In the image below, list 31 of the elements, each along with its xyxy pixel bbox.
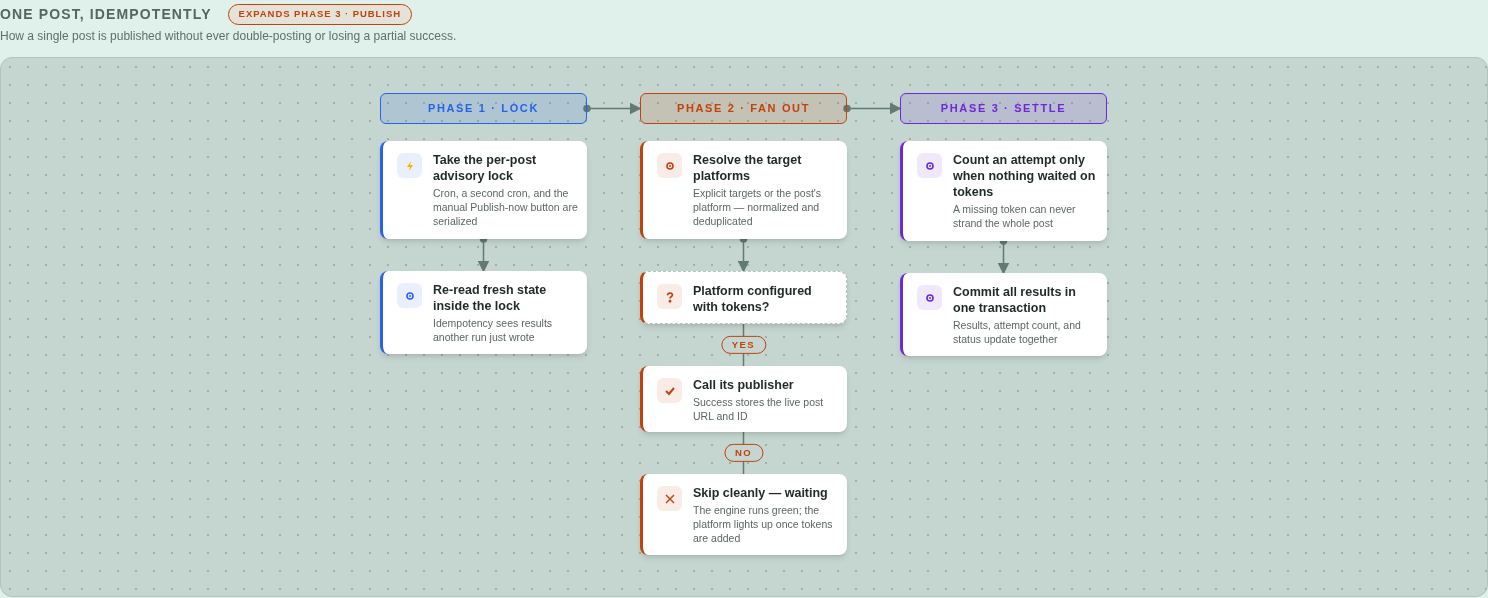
step-description: Explicit targets or the post's platform — normalized and deduplicated <box>693 186 823 228</box>
phase-header: PHASE 2 · FAN OUT <box>640 93 847 124</box>
diagram-caption: How a single post is published without ever double-posting or losing a partial success. <box>0 28 457 45</box>
step-description: Cron, a second cron, and the manual Publish-now button are serialized <box>433 186 579 228</box>
step-card <box>380 141 587 239</box>
step-description: Success stores the live post URL and ID <box>693 395 825 423</box>
step-card <box>640 474 847 555</box>
step-title: Resolve the target platforms <box>693 152 803 184</box>
step-description: Idempotency sees results another run just wrote <box>433 316 554 344</box>
step-title: Platform configured with tokens? <box>693 283 813 315</box>
phase-badge: EXPANDS PHASE 3 · PUBLISH <box>227 4 412 25</box>
decision-card <box>640 271 847 324</box>
step-card <box>380 271 587 354</box>
step-card <box>640 141 847 239</box>
step-card <box>640 366 847 432</box>
step-title: Re-read fresh state inside the lock <box>433 282 548 314</box>
step-title: Commit all results in one transaction <box>953 284 1077 316</box>
step-description: Results, attempt count, and status update together <box>953 318 1082 346</box>
step-title: Skip cleanly — waiting <box>693 485 829 501</box>
step-title: Call its publisher <box>693 377 795 393</box>
step-card <box>900 141 1107 241</box>
arrow <box>843 102 902 115</box>
phase-header: PHASE 3 · SETTLE <box>900 93 1107 124</box>
step-description: The engine runs green; the platform lights up once tokens are added <box>693 503 834 545</box>
step-description: A missing token can never strand the whole post <box>953 202 1077 230</box>
step-title: Count an attempt only when nothing waited on tokens <box>953 152 1097 200</box>
step-title: Take the per-post advisory lock <box>433 152 538 184</box>
phase-header: PHASE 1 · LOCK <box>380 93 587 124</box>
diagram-title: ONE POST, IDEMPOTENTLY <box>0 5 212 24</box>
arrow <box>583 102 642 115</box>
step-card <box>900 273 1107 356</box>
